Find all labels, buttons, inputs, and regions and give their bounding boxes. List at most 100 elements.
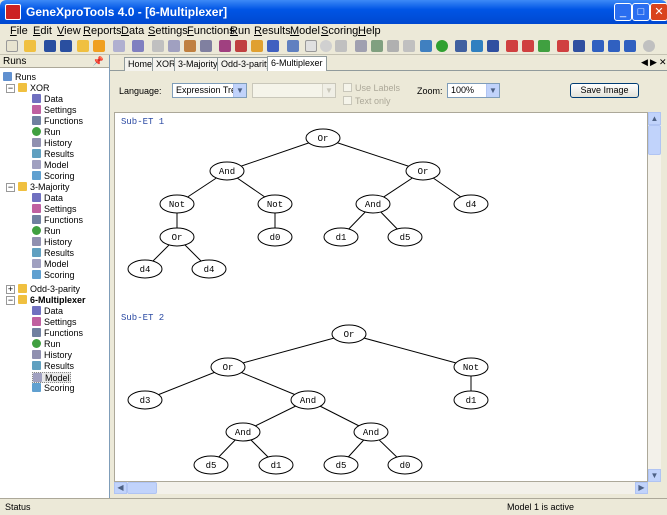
vertical-scrollbar[interactable]: ▲ ▼ — [648, 112, 661, 482]
save-all-icon[interactable] — [60, 40, 72, 52]
scroll-right-icon[interactable]: ▶ — [635, 482, 648, 494]
grid-icon[interactable] — [152, 40, 164, 52]
tab-prev-icon[interactable]: ◀ — [641, 57, 648, 67]
options-icon[interactable] — [643, 40, 655, 52]
d-icon[interactable] — [573, 40, 585, 52]
expand-odd-3-parity[interactable]: + — [6, 284, 15, 294]
vertical-scroll-thumb[interactable] — [648, 125, 661, 155]
horizontal-scrollbar[interactable]: ◀ ▶ — [114, 482, 648, 494]
plot-icon[interactable] — [371, 40, 383, 52]
window-icon[interactable] — [608, 40, 620, 52]
tree-item-model[interactable]: Model — [32, 259, 69, 270]
data-icon[interactable] — [132, 40, 144, 52]
menu-settings[interactable]: Settings — [148, 25, 188, 37]
report-icon[interactable] — [403, 40, 415, 52]
menu-edit[interactable]: Edit — [33, 25, 52, 37]
tree-item-run[interactable]: Run — [32, 339, 61, 350]
maximize-button[interactable]: □ — [632, 3, 650, 21]
zoom-select[interactable]: 100%▼ — [447, 83, 500, 98]
functions-icon[interactable] — [200, 40, 212, 52]
language-select[interactable]: Expression Tree▼ — [172, 83, 247, 98]
tool-icon[interactable] — [335, 40, 347, 52]
tree-item-settings[interactable]: Settings — [32, 204, 77, 215]
tree-run-6-multiplexer[interactable]: 6-Multiplexer — [18, 295, 86, 306]
scroll-up-icon[interactable]: ▲ — [648, 112, 661, 125]
tab-next-icon[interactable]: ▶ — [650, 57, 657, 67]
node-icon[interactable] — [455, 40, 467, 52]
tree-item-functions[interactable]: Functions — [32, 328, 83, 339]
menu-model[interactable]: Model — [290, 25, 320, 37]
expand-6-multiplexer[interactable]: − — [6, 295, 15, 305]
tab-6-multiplexer[interactable]: 6-Multiplexer — [267, 56, 327, 71]
menu-file[interactable]: File — [10, 25, 28, 37]
new-icon[interactable] — [6, 40, 18, 52]
tree-item-functions[interactable]: Functions — [32, 215, 83, 226]
tree-item-functions[interactable]: Functions — [32, 116, 83, 127]
chart-icon[interactable] — [355, 40, 367, 52]
tree-item-scoring[interactable]: Scoring — [32, 270, 75, 281]
tree-item-history[interactable]: History — [32, 237, 72, 248]
tree-item-data[interactable]: Data — [32, 306, 63, 317]
tree-item-data[interactable]: Data — [32, 193, 63, 204]
pin-icon[interactable]: 📌 — [92, 56, 104, 66]
menu-results[interactable]: Results — [254, 25, 291, 37]
g-icon[interactable] — [538, 40, 550, 52]
open-folder-icon[interactable] — [24, 40, 36, 52]
tab-close-icon[interactable]: ✕ — [659, 57, 667, 67]
menu-reports[interactable]: Reports — [83, 25, 122, 37]
menu-scoring[interactable]: Scoring — [321, 25, 359, 37]
expand-xor[interactable]: − — [6, 83, 15, 93]
tree-item-scoring[interactable]: Scoring — [32, 171, 75, 182]
run-icon[interactable] — [219, 40, 231, 52]
scoring-icon[interactable] — [287, 40, 299, 52]
circle-icon[interactable] — [320, 40, 332, 52]
c-icon[interactable] — [522, 40, 534, 52]
menu-run[interactable]: Run — [230, 25, 251, 37]
tree-item-results[interactable]: Results — [32, 248, 74, 259]
scroll-down-icon[interactable]: ▼ — [648, 469, 661, 482]
minimize-button[interactable]: _ — [614, 3, 632, 21]
tree-root[interactable]: Runs — [3, 72, 36, 83]
folder-icon[interactable] — [77, 40, 89, 52]
tree-item-run[interactable]: Run — [32, 226, 61, 237]
results-icon[interactable] — [251, 40, 263, 52]
tree-item-settings[interactable]: Settings — [32, 317, 77, 328]
close-button[interactable]: ✕ — [650, 3, 667, 21]
tree-run-3-majority[interactable]: 3-Majority — [18, 182, 70, 193]
print-icon[interactable] — [113, 40, 125, 52]
save-image-button[interactable]: Save Image — [570, 83, 639, 98]
scroll-left-icon[interactable]: ◀ — [114, 482, 127, 494]
tree-item-model[interactable]: Model — [32, 160, 69, 171]
menu-data[interactable]: Data — [121, 25, 145, 37]
menu-view[interactable]: View — [57, 25, 81, 37]
menu-functions[interactable]: Functions — [187, 25, 235, 37]
b2-icon[interactable] — [557, 40, 569, 52]
table-icon[interactable] — [168, 40, 180, 52]
tree-item-run[interactable]: Run — [32, 127, 61, 138]
layout-icon[interactable] — [624, 40, 636, 52]
tree-item-results[interactable]: Results — [32, 149, 74, 160]
tree-item-history[interactable]: History — [32, 138, 72, 149]
history-icon[interactable] — [235, 40, 247, 52]
tree-item-history[interactable]: History — [32, 350, 72, 361]
model-icon[interactable] — [267, 40, 279, 52]
tree-item-results[interactable]: Results — [32, 361, 74, 372]
tab-3-majority[interactable]: 3-Majority — [174, 57, 222, 71]
b-icon[interactable] — [506, 40, 518, 52]
tree-item-model-selected[interactable]: Model — [32, 372, 71, 383]
tree-icon[interactable] — [471, 40, 483, 52]
expand-3-majority[interactable]: − — [6, 182, 15, 192]
table-view-icon[interactable] — [387, 40, 399, 52]
help-book-icon[interactable] — [592, 40, 604, 52]
horizontal-scroll-thumb[interactable] — [127, 482, 157, 494]
tree-run-odd-3-parity[interactable]: Odd-3-parity — [18, 284, 80, 295]
save-icon[interactable] — [44, 40, 56, 52]
menu-help[interactable]: Help — [358, 25, 381, 37]
tree-item-data[interactable]: Data — [32, 94, 63, 105]
tree-item-settings[interactable]: Settings — [32, 105, 77, 116]
add-icon[interactable] — [436, 40, 448, 52]
export-icon[interactable] — [420, 40, 432, 52]
tree-item-scoring[interactable]: Scoring — [32, 383, 75, 394]
settings-icon[interactable] — [184, 40, 196, 52]
import-icon[interactable] — [93, 40, 105, 52]
